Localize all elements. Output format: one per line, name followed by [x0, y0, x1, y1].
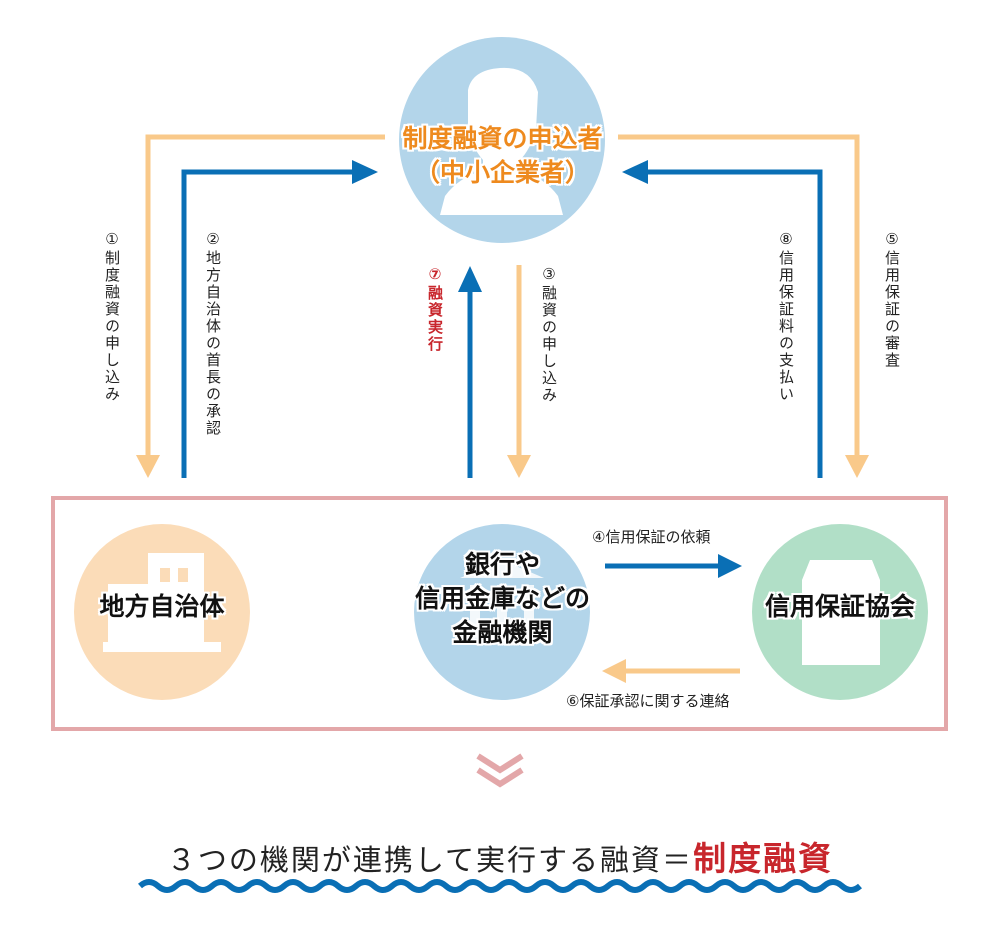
bank-label-line3: 金融機関 — [452, 617, 553, 647]
arrow-step2 — [181, 160, 378, 478]
conclusion-text: ３つの機関が連携して実行する融資＝ — [166, 843, 694, 877]
applicant-label: 制度融資の申込者 （中小企業者） — [360, 122, 645, 190]
step5-label: ⑤信用保証の審査 — [883, 230, 901, 369]
chevron-down-icon — [476, 753, 524, 788]
arrow-step1 — [136, 134, 385, 478]
institutions-box — [51, 496, 948, 731]
step1-label: ①制度融資の申し込み — [103, 230, 121, 403]
applicant-title: 制度融資の申込者 — [402, 124, 603, 153]
building-icon — [103, 553, 221, 652]
arrow-step7 — [458, 266, 482, 478]
arrow-step8 — [622, 160, 823, 478]
step3-label: ③融資の申し込み — [540, 265, 558, 404]
arrow-step4 — [605, 554, 742, 578]
bank-icon — [455, 560, 549, 638]
arrow-step3 — [507, 265, 531, 478]
bank-label: 銀行や 信用金庫などの 金融機関 — [395, 548, 610, 649]
applicant-subtitle: （中小企業者） — [414, 157, 590, 187]
wave-underline — [138, 879, 862, 893]
person-icon — [440, 67, 563, 215]
step8-label: ⑧信用保証料の支払い — [777, 230, 795, 403]
guarantee-label: 信用保証協会 — [764, 592, 915, 621]
step7-label: ⑦融資実行 — [426, 265, 444, 353]
arrow-step5 — [618, 134, 869, 478]
step4-label: ④信用保証の依頼 — [592, 528, 711, 546]
conclusion: ３つの機関が連携して実行する融資＝制度融資 — [0, 832, 1000, 880]
bank-label-line1: 銀行や — [464, 550, 540, 579]
arrow-step6 — [602, 659, 740, 683]
bank-label-line2: 信用金庫などの — [414, 583, 590, 613]
step6-label: ⑥保証承認に関する連絡 — [566, 692, 730, 710]
office-building-icon — [802, 560, 880, 665]
step2-label: ②地方自治体の首長の承認 — [204, 230, 222, 437]
local-gov-label: 地方自治体 — [99, 592, 225, 621]
conclusion-highlight: 制度融資 — [693, 839, 834, 878]
